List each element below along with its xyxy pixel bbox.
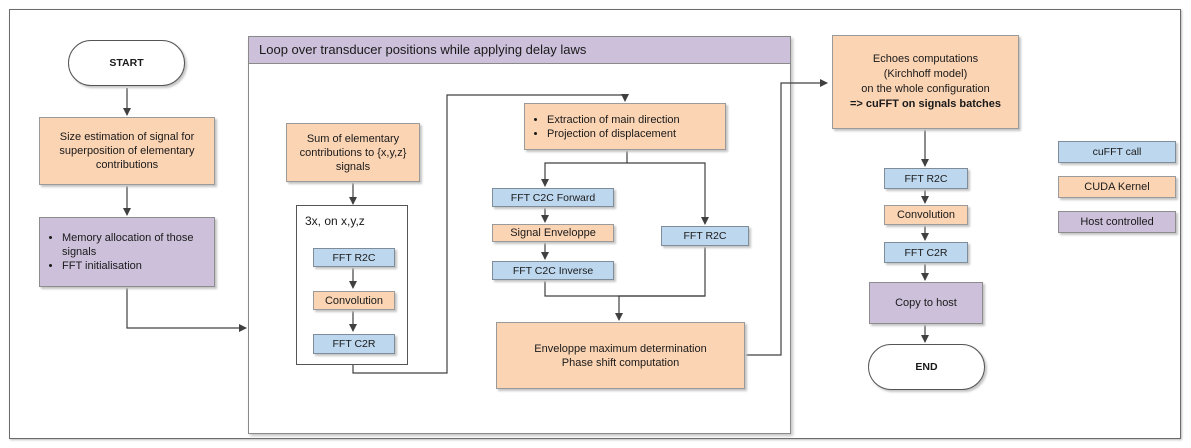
inner-fft-r2c-box: FFT R2C bbox=[313, 248, 395, 267]
signal-enveloppe-label: Signal Enveloppe bbox=[510, 227, 596, 239]
loop-title: Loop over transducer positions while app… bbox=[248, 36, 791, 64]
legend-cuda-kernel-label: CUDA Kernel bbox=[1084, 181, 1150, 193]
memory-allocation-box: Memory allocation of those signals FFT i… bbox=[39, 217, 215, 287]
arrow-inner-to-extraction bbox=[352, 94, 629, 374]
echoes-computations-box: Echoes computations (Kirchhoff model) on… bbox=[832, 35, 1019, 129]
right-fft-r2c-box: FFT R2C bbox=[884, 168, 968, 189]
memory-allocation-list: Memory allocation of those signals FFT i… bbox=[46, 231, 208, 273]
right-fft-c2r-box: FFT C2R bbox=[884, 242, 968, 263]
fft-c2c-inverse-box: FFT C2C Inverse bbox=[492, 261, 614, 280]
inner-3x-title: 3x, on x,y,z bbox=[305, 214, 365, 228]
legend-cufft-call: cuFFT call bbox=[1058, 141, 1176, 163]
inner-fft-c2r-box: FFT C2R bbox=[313, 334, 395, 354]
enveloppe-max-line2: Phase shift computation bbox=[561, 356, 680, 369]
arrow-loop-to-echoes bbox=[746, 79, 828, 356]
fft-c2c-forward-label: FFT C2C Forward bbox=[510, 191, 596, 204]
right-fft-c2r-label: FFT C2R bbox=[904, 246, 948, 259]
extraction-list: Extraction of main direction Projection … bbox=[531, 113, 680, 141]
arrow-merge-to-enveloppe-max bbox=[615, 247, 706, 321]
size-estimation-box: Size estimation of signal for superposit… bbox=[39, 117, 215, 185]
inner-fft-c2r-label: FFT C2R bbox=[332, 338, 376, 350]
echoes-line1: Echoes computations bbox=[872, 53, 979, 65]
fft-initialisation-item: FFT initialisation bbox=[62, 259, 208, 273]
right-convolution-box: Convolution bbox=[884, 205, 968, 225]
inner-convolution-box: Convolution bbox=[313, 291, 395, 310]
echoes-line4: => cuFFT on signals batches bbox=[850, 98, 1001, 110]
legend-host-controlled-label: Host controlled bbox=[1080, 216, 1154, 228]
fft-c2c-inverse-label: FFT C2C Inverse bbox=[512, 264, 594, 277]
enveloppe-max-box: Enveloppe maximum determination Phase sh… bbox=[496, 322, 745, 389]
copy-to-host-box: Copy to host bbox=[869, 282, 983, 324]
inner-convolution-label: Convolution bbox=[324, 294, 384, 307]
enveloppe-max-line1: Enveloppe maximum determination bbox=[534, 342, 707, 355]
start-label: START bbox=[109, 57, 144, 69]
end-terminal: END bbox=[868, 344, 985, 390]
legend-cufft-call-label: cuFFT call bbox=[1092, 146, 1142, 158]
end-label: END bbox=[915, 361, 938, 373]
extraction-main-direction-item: Extraction of main direction bbox=[547, 113, 680, 127]
projection-displacement-item: Projection of displacement bbox=[547, 127, 680, 141]
arrow-memory-to-loop bbox=[126, 288, 247, 332]
fft-r2c-right-box: FFT R2C bbox=[661, 226, 749, 246]
start-terminal: START bbox=[68, 40, 185, 86]
diagram-frame bbox=[9, 9, 1181, 439]
legend-host-controlled: Host controlled bbox=[1058, 211, 1176, 233]
fft-c2c-forward-box: FFT C2C Forward bbox=[492, 188, 614, 207]
line-inverse-merge bbox=[544, 281, 705, 297]
signal-enveloppe-box: Signal Enveloppe bbox=[492, 224, 614, 242]
size-estimation-label: Size estimation of signal for superposit… bbox=[59, 131, 195, 171]
arrow-extraction-to-c2c-forward bbox=[541, 151, 628, 187]
arrow-extraction-to-fft-r2c bbox=[627, 162, 709, 225]
extraction-box: Extraction of main direction Projection … bbox=[524, 103, 726, 150]
fft-r2c-right-label: FFT R2C bbox=[683, 230, 727, 242]
sum-contributions-label: Sum of elementary contributions to {x,y,… bbox=[299, 132, 407, 173]
echoes-line2: (Kirchhoff model) bbox=[883, 68, 968, 80]
inner-fft-r2c-label: FFT R2C bbox=[332, 251, 376, 264]
sum-contributions-box: Sum of elementary contributions to {x,y,… bbox=[286, 123, 420, 182]
echoes-line3: on the whole configuration bbox=[861, 83, 990, 95]
copy-to-host-label: Copy to host bbox=[895, 297, 957, 309]
right-convolution-label: Convolution bbox=[896, 209, 956, 221]
legend-cuda-kernel: CUDA Kernel bbox=[1058, 176, 1176, 198]
right-fft-r2c-label: FFT R2C bbox=[904, 172, 948, 185]
memory-allocation-item: Memory allocation of those signals bbox=[62, 231, 208, 259]
